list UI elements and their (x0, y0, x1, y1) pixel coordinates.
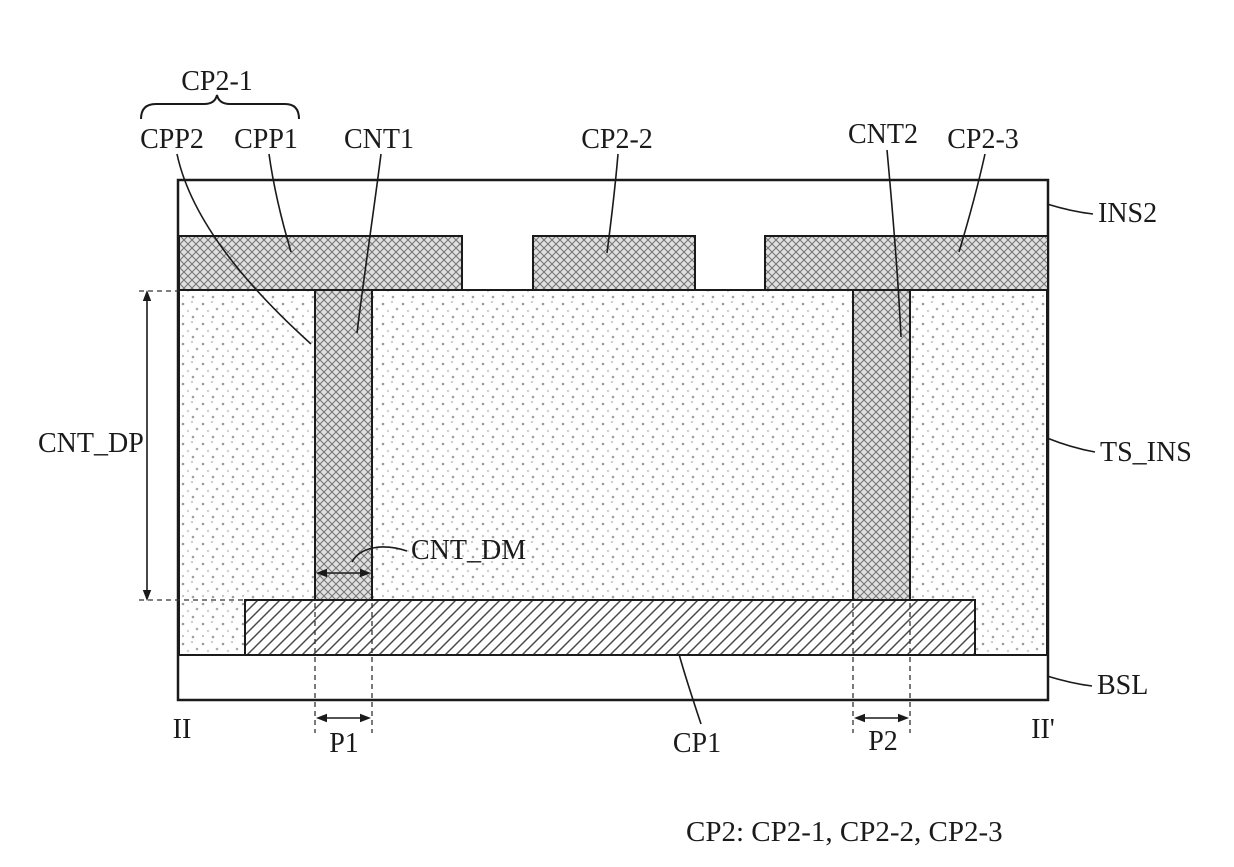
label-p2: P2 (868, 726, 898, 757)
label-section-right: II' (1031, 714, 1055, 745)
label-cnt2: CNT2 (848, 119, 918, 150)
label-section-left: II (173, 714, 192, 745)
label-cpp2: CPP2 (140, 124, 204, 155)
leader-cnt1 (356, 153, 382, 334)
leader-cp1 (678, 653, 702, 725)
leader-cnt2 (886, 149, 902, 338)
arrowhead-left (854, 713, 865, 723)
label-cp2-1: CP2-1 (181, 66, 253, 97)
leader-lines (176, 149, 1096, 725)
label-cp2-3: CP2-3 (947, 124, 1019, 155)
label-cnt-dp: CNT_DP (38, 428, 144, 459)
arrowhead-left (316, 713, 327, 723)
leader-ts-ins (1046, 437, 1096, 453)
dashed-guides (139, 290, 911, 733)
arrowhead-right (898, 713, 909, 723)
leader-cp2-3 (958, 153, 986, 253)
leader-cpp2 (176, 153, 312, 345)
leader-bsl (1046, 675, 1093, 687)
layer-cp1 (244, 599, 976, 656)
cp2-1-brace (140, 94, 300, 120)
arrowhead-down (142, 590, 152, 601)
leader-cp2-2 (606, 153, 619, 254)
leader-cpp1 (268, 153, 292, 253)
contact-cnt1 (314, 289, 373, 601)
label-p1: P1 (329, 728, 359, 759)
figure-caption: CP2: CP2-1, CP2-2, CP2-3 (686, 816, 1003, 848)
label-ts-ins: TS_INS (1100, 437, 1192, 468)
measure-arrow-p1 (316, 713, 371, 723)
arrowhead-up (142, 290, 152, 301)
arrowhead-right (360, 713, 371, 723)
measure-arrow-cnt-dp (142, 290, 152, 601)
arrowhead-right (360, 568, 371, 578)
label-cnt1: CNT1 (344, 124, 414, 155)
label-ins2: INS2 (1098, 198, 1157, 229)
label-cnt-dm: CNT_DM (411, 535, 526, 566)
layer-cp2-3 (764, 235, 1049, 291)
leader-ins2 (1046, 203, 1094, 215)
layer-cp2-1 (178, 235, 463, 291)
layer-cp2-2 (532, 235, 696, 291)
measure-arrow-p2 (854, 713, 909, 723)
label-cpp1: CPP1 (234, 124, 298, 155)
label-cp2-2: CP2-2 (581, 124, 653, 155)
label-cp1: CP1 (673, 728, 721, 759)
arrowhead-left (316, 568, 327, 578)
leader-cnt-dm (351, 546, 408, 563)
label-bsl: BSL (1097, 670, 1148, 701)
measure-arrow-cnt-dm (316, 568, 371, 578)
